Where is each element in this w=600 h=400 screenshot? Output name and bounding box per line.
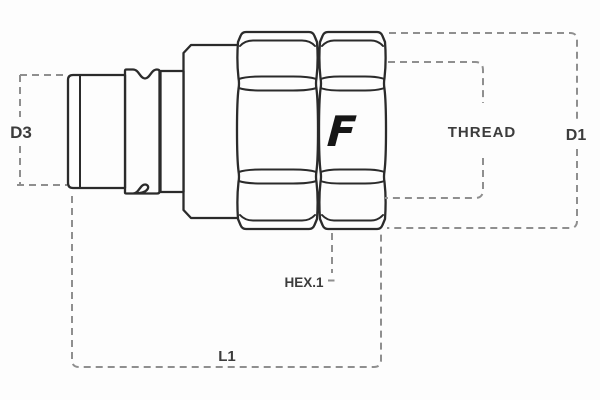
plug-tip [66,73,127,190]
dimension-l1: L1 [71,196,382,368]
hex-nut-1 [235,30,320,231]
dimension-hex1: HEX.1 [284,233,335,290]
ball-groove-collar [123,68,161,195]
coupling-body: F [66,30,388,231]
thread-label: THREAD [448,124,517,141]
hex-nut-2: F [317,30,388,231]
l1-label: L1 [218,348,236,365]
body-cylinder [182,43,246,220]
dimension-d1: D1 [387,32,587,229]
d3-label: D3 [10,123,32,142]
d1-label: D1 [566,127,587,144]
hex1-label: HEX.1 [284,275,324,290]
dimension-d3: D3 [10,74,67,186]
step-ring [159,69,185,194]
dimension-thread: THREAD [385,61,517,199]
brand-logo-f: F [326,107,358,156]
